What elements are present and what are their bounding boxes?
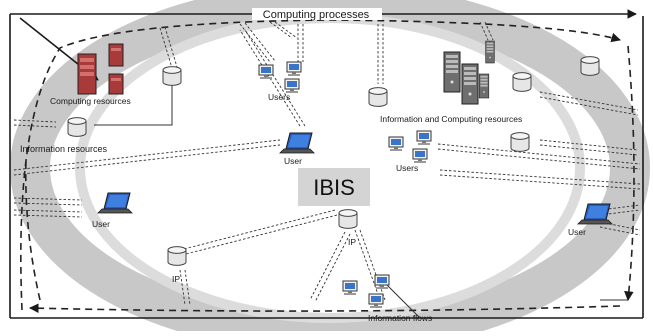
- desktop-computer-icon: [374, 274, 390, 290]
- ibis-center-box: IBIS: [298, 168, 370, 206]
- server-tower-icon: [443, 51, 461, 93]
- laptop-icon: [577, 203, 613, 225]
- label-computing-processes: Computing processes: [263, 9, 370, 21]
- labels: Computing processes Computing resources …: [20, 8, 586, 323]
- label-user-center: User: [284, 156, 302, 166]
- label-users-top: Users: [268, 92, 290, 102]
- center-label: IBIS: [313, 175, 355, 200]
- server-tower-icon: [485, 40, 495, 64]
- desktop-computer-icon: [342, 280, 358, 296]
- server-tower-icon: [478, 73, 490, 99]
- laptop-icon: [97, 192, 133, 214]
- database-icon: [368, 87, 388, 107]
- database-icon: [510, 132, 530, 152]
- desktop-computer-icon: [258, 64, 274, 80]
- desktop-computer-icon: [368, 293, 384, 309]
- desktop-computer-icon: [388, 136, 404, 152]
- desktop-computer-icon: [286, 61, 302, 77]
- desktop-computer-icon: [412, 148, 428, 164]
- label-users-mid: Users: [396, 163, 418, 173]
- computing-resources-servers: [77, 43, 124, 95]
- label-user-left: User: [92, 219, 110, 229]
- database-icon: [580, 56, 600, 76]
- database-icon: [338, 209, 358, 229]
- label-ip-left: IP: [172, 274, 180, 284]
- label-computing-resources: Computing resources: [50, 96, 131, 106]
- laptop-icon: [279, 132, 315, 154]
- server-tower-icon: [461, 63, 479, 105]
- database-icon: [67, 117, 87, 137]
- server-rack-icon: [108, 73, 124, 95]
- desktop-computer-icon: [416, 130, 432, 146]
- server-rack-icon: [77, 53, 97, 95]
- label-info-computing-resources: Information and Computing resources: [380, 114, 522, 124]
- label-information-resources: Information resources: [20, 144, 108, 154]
- label-user-right: User: [568, 227, 586, 237]
- dashed-process-loop: [20, 19, 635, 314]
- database-icon: [167, 246, 187, 266]
- database-icon: [512, 72, 532, 92]
- label-ip-center: IP: [348, 237, 356, 247]
- label-information-flows: Information flows: [368, 313, 432, 323]
- info-computing-servers: [443, 40, 495, 105]
- information-links: [13, 21, 641, 306]
- server-rack-icon: [108, 43, 124, 67]
- database-icon: [162, 66, 182, 86]
- databases: [67, 56, 600, 266]
- desktop-computer-icon: [284, 78, 300, 94]
